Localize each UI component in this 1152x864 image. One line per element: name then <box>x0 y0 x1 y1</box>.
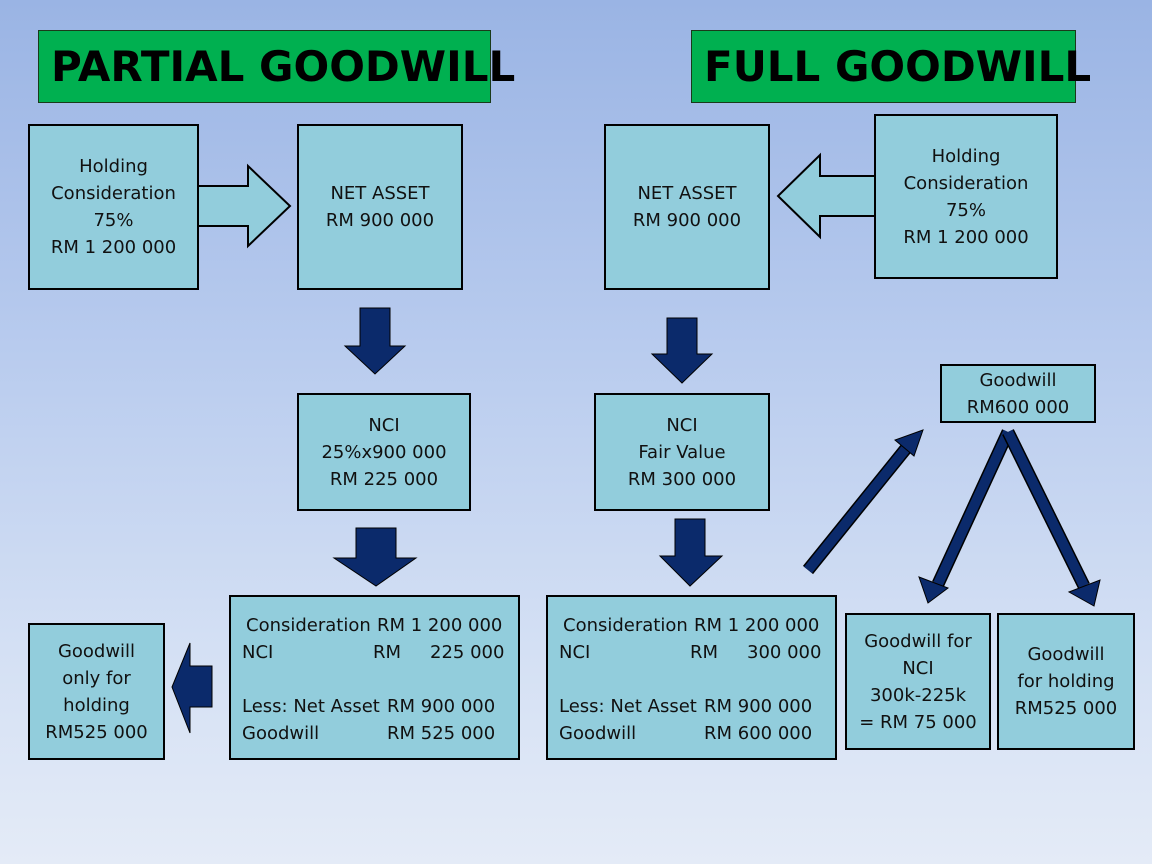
calc-goodwill-value: RM 525 000 <box>387 723 496 744</box>
consideration-label: Consideration <box>903 172 1029 194</box>
goodwill-label: Goodwill <box>979 369 1057 391</box>
calc-consideration-label: Consideration <box>563 615 688 636</box>
full-goodwill-calculation-box: Consideration RM 1 200 000 NCI RM 300 00… <box>546 595 837 760</box>
partial-net-asset-box: NET ASSET RM 900 000 <box>297 124 463 290</box>
full-goodwill-title: FULL GOODWILL <box>691 30 1091 103</box>
full-net-asset-box: NET ASSET RM 900 000 <box>604 124 770 290</box>
partial-holding-consideration-box: Holding Consideration 75% RM 1 200 000 <box>28 124 199 290</box>
calc-nci-currency: RM <box>373 642 402 663</box>
calc-less-net-asset-label: Less: Net Asset <box>559 696 697 717</box>
full-holding-consideration-box: Holding Consideration 75% RM 1 200 000 <box>874 114 1058 279</box>
diagonal-arrow-calc-to-goodwill <box>802 429 924 575</box>
goodwill-holding-line-1: Goodwill <box>1027 644 1105 665</box>
holding-amount: RM 1 200 000 <box>50 237 177 258</box>
goodwill-nci-line-1: Goodwill for <box>864 630 972 652</box>
result-line-1: Goodwill <box>57 640 136 662</box>
nci-amount: RM 300 000 <box>627 468 737 490</box>
full-goodwill-for-nci-box: Goodwill for NCI 300k-225k = RM 75 000 <box>845 613 991 750</box>
goodwill-holding-line-2: for holding <box>1017 671 1115 692</box>
calc-nci-label: NCI <box>559 642 591 663</box>
partial-goodwill-calculation-box: Consideration RM 1 200 000 NCI RM 225 00… <box>229 595 520 760</box>
net-asset-amount: RM 900 000 <box>632 210 742 231</box>
holding-label: Holding <box>931 145 1001 167</box>
calc-consideration-value: RM 1 200 000 <box>694 615 820 636</box>
calc-less-net-asset-label: Less: Net Asset <box>242 696 380 717</box>
calc-consideration-value: RM 1 200 000 <box>377 615 503 636</box>
goodwill-nci-amount: = RM 75 000 <box>859 711 977 733</box>
consideration-label: Consideration <box>51 183 176 204</box>
partial-goodwill-title: PARTIAL GOODWILL <box>38 30 515 103</box>
calc-goodwill-value: RM 600 000 <box>704 723 813 744</box>
down-arrow-nci-to-calc-partial <box>332 527 418 587</box>
calc-nci-value: 300 000 <box>747 642 822 663</box>
nci-formula: 25%x900 000 <box>321 441 447 463</box>
nci-amount: RM 225 000 <box>329 468 439 490</box>
net-asset-label: NET ASSET <box>637 183 737 204</box>
down-arrow-net-asset-to-nci-full <box>650 317 714 384</box>
full-goodwill-box: Goodwill RM600 000 <box>940 364 1096 423</box>
holding-label: Holding <box>79 156 148 177</box>
result-amount: RM525 000 <box>45 721 148 743</box>
holding-to-net-asset-arrow-partial <box>195 163 292 249</box>
split-arrow-goodwill-to-nci <box>918 429 1014 604</box>
nci-label: NCI <box>666 414 698 436</box>
holding-percent: 75% <box>93 210 134 231</box>
calc-consideration-label: Consideration <box>246 615 371 636</box>
net-asset-amount: RM 900 000 <box>325 210 435 231</box>
goodwill-amount: RM600 000 <box>966 396 1070 418</box>
net-asset-label: NET ASSET <box>330 183 430 204</box>
result-line-3: holding <box>63 694 130 716</box>
partial-nci-box: NCI 25%x900 000 RM 225 000 <box>297 393 471 511</box>
holding-to-net-asset-arrow-full <box>776 152 878 240</box>
calc-goodwill-label: Goodwill <box>559 723 637 744</box>
down-arrow-net-asset-to-nci-partial <box>343 307 407 375</box>
split-arrow-goodwill-to-holding <box>1002 429 1101 607</box>
calc-nci-currency: RM <box>690 642 719 663</box>
goodwill-nci-formula: 300k-225k <box>869 684 967 706</box>
calc-less-net-asset-value: RM 900 000 <box>704 696 813 717</box>
down-arrow-nci-to-calc-full <box>658 518 724 587</box>
full-nci-box: NCI Fair Value RM 300 000 <box>594 393 770 511</box>
result-line-2: only for <box>62 667 131 689</box>
nci-fair-value-label: Fair Value <box>638 441 726 463</box>
holding-amount: RM 1 200 000 <box>903 226 1029 248</box>
calc-nci-value: 225 000 <box>430 642 505 663</box>
holding-percent: 75% <box>945 199 986 221</box>
calc-nci-label: NCI <box>242 642 274 663</box>
left-arrow-calc-to-holding-goodwill <box>171 642 213 734</box>
calc-less-net-asset-value: RM 900 000 <box>387 696 496 717</box>
full-goodwill-for-holding-box: Goodwill for holding RM525 000 <box>997 613 1135 750</box>
partial-goodwill-result-box: Goodwill only for holding RM525 000 <box>28 623 165 760</box>
nci-label: NCI <box>368 414 400 436</box>
goodwill-holding-amount: RM525 000 <box>1014 698 1118 719</box>
goodwill-nci-line-2: NCI <box>902 657 934 679</box>
calc-goodwill-label: Goodwill <box>242 723 320 744</box>
